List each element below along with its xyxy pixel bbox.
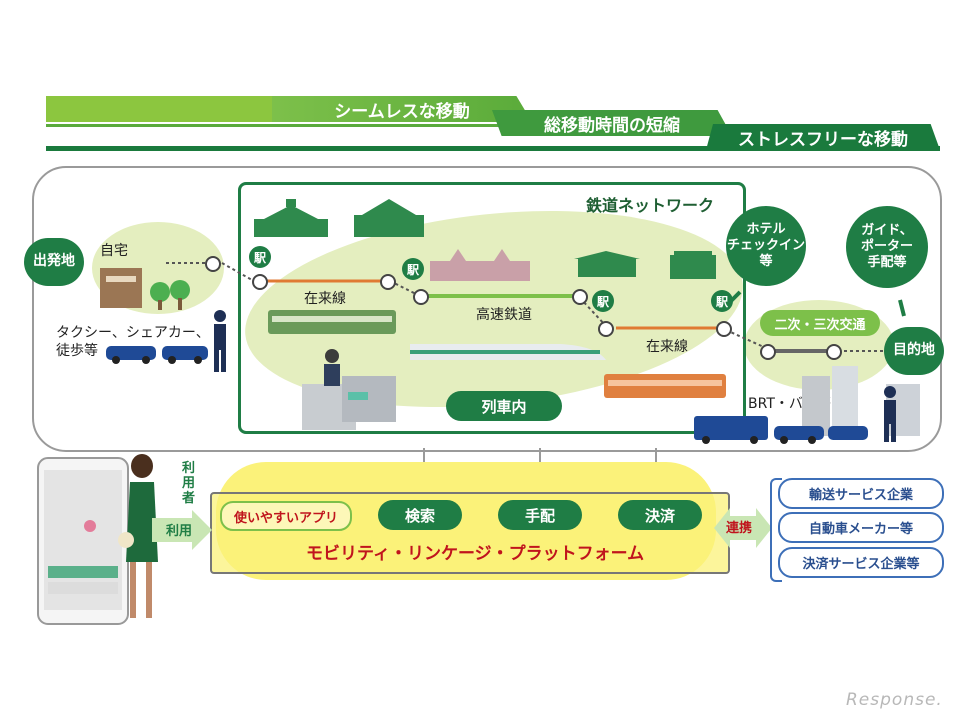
companies-bracket (770, 478, 782, 582)
node-secondary-end (826, 344, 842, 360)
user-label-1: 利 (182, 461, 196, 476)
top-banner-bar: シームレスな移動 総移動時間の短縮 ストレスフリーな移動 (46, 96, 940, 156)
origin-badge: 出発地 (24, 238, 84, 286)
hotel-line-1: ホテル (746, 221, 786, 237)
station-mark-4: 駅 (711, 290, 733, 312)
secondary-transport-badge: 二次・三次交通 (760, 310, 880, 336)
function-arrange: 手配 (498, 500, 582, 530)
link-label: 連携 (726, 521, 753, 536)
city-illustration (694, 366, 920, 444)
guide-line-3: 手配等 (867, 255, 907, 271)
banner-seamless: シームレスな移動 (272, 96, 532, 122)
banner-stressfree: ストレスフリーな移動 (706, 124, 940, 150)
platform-title: モビリティ・リンケージ・プラットフォーム (306, 544, 645, 564)
origin-modes-1: タクシー、シェアカー、 (56, 325, 210, 341)
function-search: 検索 (378, 500, 462, 530)
use-arrow (152, 510, 212, 550)
railway-network-title: 鉄道ネットワーク (586, 196, 715, 215)
user-label: 利 用 者 (182, 461, 198, 507)
origin-modes-2: 徒歩等 (56, 343, 98, 359)
link-arrow (714, 508, 772, 548)
banner-stripe-dark (46, 146, 940, 151)
response-watermark: Response. (846, 690, 943, 710)
high-speed-label: 高速鉄道 (476, 307, 532, 323)
conventional-line-label-1: 在来線 (304, 291, 346, 307)
node-station-1 (252, 274, 268, 290)
company-payment: 決済サービス企業等 (778, 547, 944, 578)
ticket-gate-illustration (302, 349, 396, 430)
hotel-line-2: チェックイン (726, 237, 805, 253)
in-train-pill: 列車内 (446, 391, 562, 421)
node-home (205, 256, 221, 272)
company-transport: 輸送サービス企業 (778, 478, 944, 509)
user-label-3: 者 (182, 490, 196, 506)
banner-stressfree-text: ストレスフリーな移動 (738, 129, 908, 150)
station-buildings (254, 199, 716, 281)
banner-seamless-text: シームレスな移動 (334, 101, 470, 122)
journey-frame (32, 166, 942, 452)
user-label-2: 用 (182, 475, 196, 491)
banner-stripe-mid (46, 124, 686, 127)
station-mark-2: 駅 (402, 258, 424, 280)
app-badge: 使いやすいアプリ (220, 501, 352, 531)
conventional-line-label-2: 在来線 (646, 339, 688, 355)
node-station-2 (380, 274, 396, 290)
node-station-5 (598, 321, 614, 337)
node-station-4 (572, 289, 588, 305)
guide-line-2: ポーター (860, 238, 913, 254)
station-mark-1: 駅 (249, 246, 271, 268)
home-illustration (100, 268, 190, 310)
railway-network-box (238, 182, 746, 434)
node-station-6 (716, 321, 732, 337)
hotel-bubble: ホテル チェックイン 等 (726, 206, 806, 286)
guide-bubble: ガイド、 ポーター 手配等 (846, 206, 928, 288)
cars-illustration (106, 346, 208, 364)
station-mark-3: 駅 (592, 290, 614, 312)
company-automaker: 自動車メーカー等 (778, 512, 944, 543)
banner-time-text: 総移動時間の短縮 (544, 115, 680, 136)
walker-illustration (214, 310, 226, 372)
trains-illustration (268, 310, 726, 398)
banner-time: 総移動時間の短縮 (492, 110, 732, 136)
guide-line-1: ガイド、 (861, 222, 913, 238)
use-label: 利用 (166, 524, 193, 539)
home-label: 自宅 (100, 243, 128, 259)
node-station-3 (413, 289, 429, 305)
hotel-line-3: 等 (759, 254, 773, 270)
node-secondary-start (760, 344, 776, 360)
function-payment: 決済 (618, 500, 702, 530)
user-woman-illustration (118, 454, 158, 618)
destination-badge: 目的地 (884, 327, 944, 375)
